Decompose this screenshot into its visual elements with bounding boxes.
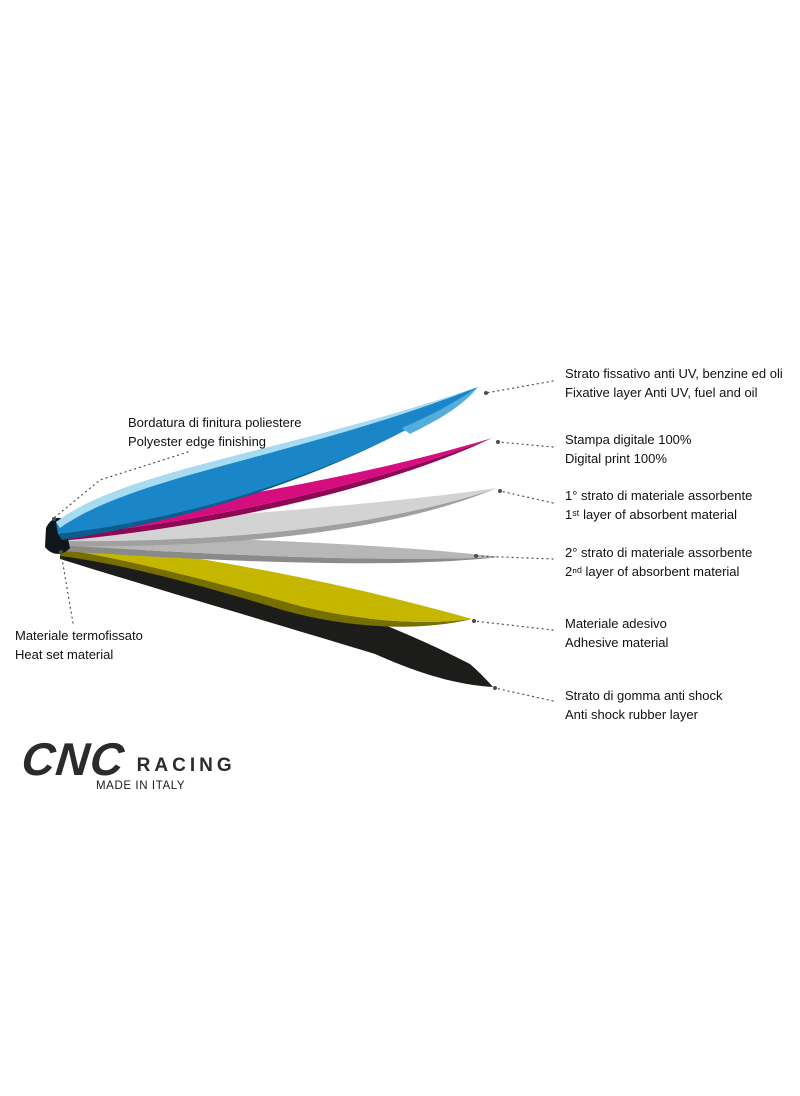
- fixative-tip-highlight: [402, 387, 478, 434]
- callout-heat-set-it: Materiale termofissato: [15, 628, 143, 643]
- leader-adhesive: [473, 620, 554, 631]
- callout-absorbent1-it: 1° strato di materiale assorbente: [565, 488, 753, 503]
- callout-fixative-en: Fixative layer Anti UV, fuel and oil: [565, 385, 758, 400]
- callout-adhesive-it: Materiale adesivo: [565, 616, 667, 631]
- logo-cnc-text: CNC: [19, 733, 128, 785]
- callout-rubber: Strato di gomma anti shock Anti shock ru…: [565, 686, 800, 724]
- leader-lines: [53, 380, 554, 702]
- callout-absorbent2-it: 2° strato di materiale assorbente: [565, 545, 753, 560]
- callout-adhesive: Materiale adesivo Adhesive material: [565, 614, 800, 652]
- callout-absorbent2: 2° strato di materiale assorbente 2ⁿᵈ la…: [565, 543, 800, 581]
- callout-print: Stampa digitale 100% Digital print 100%: [565, 430, 800, 468]
- leader-print: [497, 441, 554, 448]
- adhesive-layer-shape: [60, 538, 472, 622]
- callout-rubber-it: Strato di gomma anti shock: [565, 688, 723, 703]
- leader-dot: [59, 550, 63, 554]
- adhesive-layer-edge: [60, 549, 472, 627]
- callout-edge-finishing: Bordatura di finitura poliestere Polyest…: [128, 413, 301, 451]
- callout-print-en: Digital print 100%: [565, 451, 667, 466]
- callout-absorbent1-en: 1ˢᵗ layer of absorbent material: [565, 507, 738, 522]
- leader-absorbent1: [499, 490, 554, 504]
- absorbent2-layer-edge: [60, 545, 500, 564]
- callout-print-it: Stampa digitale 100%: [565, 432, 692, 447]
- callout-fixative: Strato fissativo anti UV, benzine ed oli…: [565, 364, 800, 402]
- callout-absorbent1: 1° strato di materiale assorbente 1ˢᵗ la…: [565, 486, 800, 524]
- rubber-layer-shape: [60, 542, 493, 687]
- leader-dot: [484, 391, 488, 395]
- made-in-italy-text: MADE IN ITALY: [96, 780, 186, 792]
- callout-heat-set-en: Heat set material: [15, 647, 114, 662]
- brand-logo-row: CNC RACING: [19, 733, 236, 785]
- leader-dot: [52, 517, 56, 521]
- callout-edge-finishing-it: Bordatura di finitura poliestere: [128, 415, 302, 430]
- leader-dot: [498, 489, 502, 493]
- polyester-edging-strip: [56, 387, 478, 528]
- leader-fixative: [485, 380, 554, 394]
- leader-rubber: [494, 687, 554, 702]
- callout-adhesive-en: Adhesive material: [565, 635, 669, 650]
- callout-fixative-it: Strato fissativo anti UV, benzine ed oli: [565, 366, 783, 381]
- leader-dot: [496, 440, 500, 444]
- leader-edge-finishing: [53, 451, 189, 519]
- callout-absorbent2-en: 2ⁿᵈ layer of absorbent material: [565, 564, 740, 579]
- leader-dot: [493, 686, 497, 690]
- callout-rubber-en: Anti shock rubber layer: [565, 707, 698, 722]
- fixative-layer-shape: [56, 387, 478, 534]
- absorbent1-layer-edge: [58, 488, 497, 547]
- callout-heat-set: Materiale termofissato Heat set material: [15, 626, 143, 664]
- callout-edge-finishing-en: Polyester edge finishing: [128, 434, 267, 449]
- leader-dots: [52, 391, 502, 690]
- leader-dot: [474, 554, 478, 558]
- leader-dot: [472, 619, 476, 623]
- logo-racing-text: RACING: [136, 755, 236, 776]
- leader-heat-set: [60, 552, 74, 624]
- brand-logo: CNC RACING MADE IN ITALY: [19, 733, 236, 792]
- absorbent1-layer-shape: [58, 488, 497, 542]
